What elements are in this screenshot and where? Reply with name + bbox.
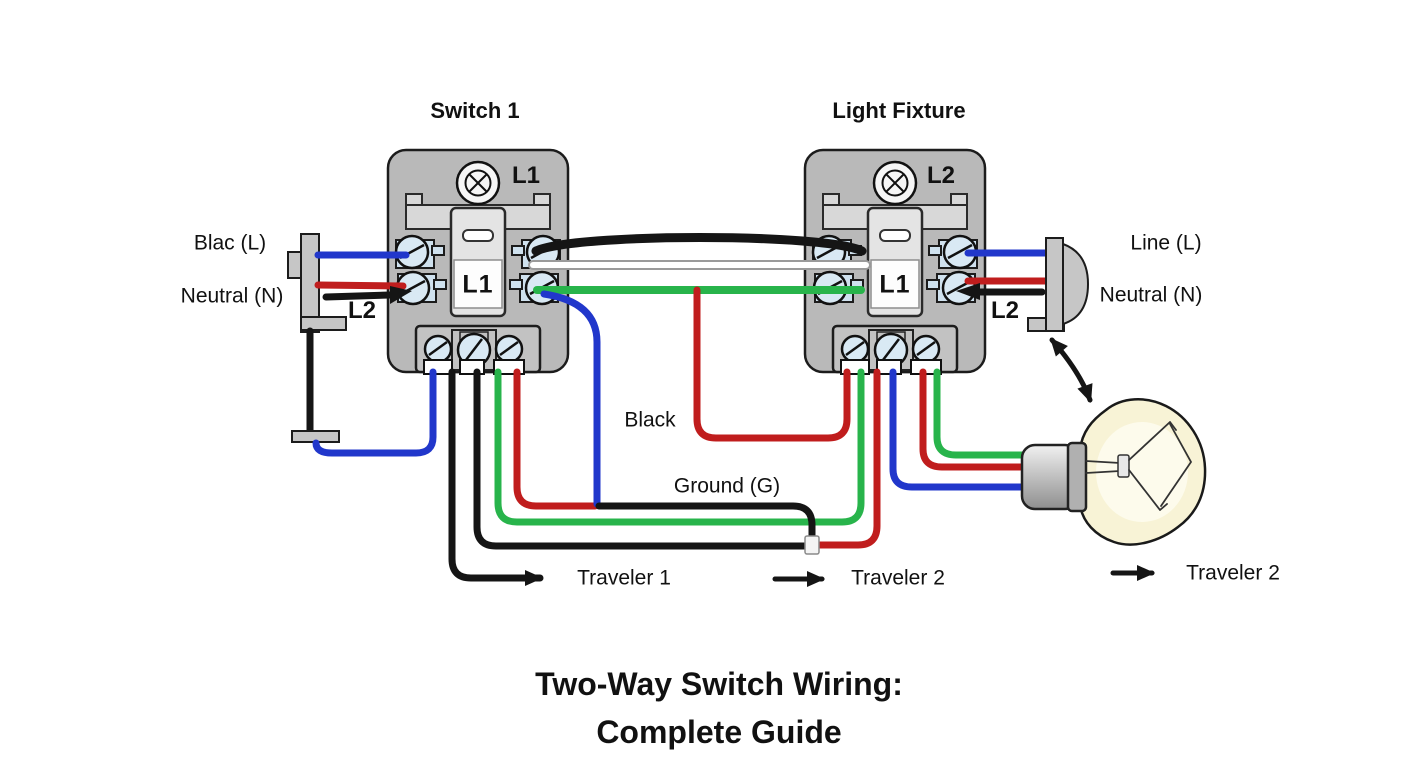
switch1-heading: Switch 1: [430, 98, 520, 123]
lamp-holder: [1027, 237, 1090, 332]
wire-sw1-red: [513, 368, 599, 510]
wire-traveler1: [448, 368, 544, 586]
traveler2-right-label: Traveler 2: [1186, 561, 1280, 585]
fixture-heading: Light Fixture: [832, 98, 966, 123]
right-line-label: Line (L): [1130, 231, 1202, 255]
page-title-line2: Complete Guide: [596, 714, 842, 750]
wire-left-black-arrowhead: [390, 286, 412, 304]
wire-bulb-blue: [889, 368, 1030, 491]
right-neutral-label: Neutral (N): [1099, 283, 1203, 307]
wire-sw1-blue-vertical: [540, 290, 601, 508]
bulb-base-band: [1066, 441, 1088, 513]
fixture-toggle-label: L1: [879, 270, 911, 299]
bulb-filament: [1085, 421, 1193, 511]
ground-label: Ground (G): [673, 474, 781, 498]
light-bulb: [1020, 398, 1207, 546]
wire-traveler2-black: [473, 368, 810, 550]
wire-left-black: [322, 291, 394, 301]
left-l2-label: L2: [347, 297, 377, 324]
bulb-glow: [1096, 422, 1188, 522]
holder-to-bulb-arrow: [1049, 337, 1093, 403]
switch1-toggle-label: L1: [462, 270, 494, 299]
wire-bulb-green: [933, 368, 1030, 459]
wire-black-labeled-red: [693, 286, 851, 442]
switch1-corner-label: L1: [511, 162, 541, 189]
wire-ground-black: [595, 502, 816, 543]
traveler2-mid-label: Traveler 2: [851, 566, 945, 590]
left-line-label: Blac (L): [193, 231, 267, 255]
traveler1-label: Traveler 1: [577, 566, 671, 590]
left-supply-bracket: [287, 233, 347, 443]
wire-ground-green: [494, 368, 865, 526]
fixture-corner-label: L2: [926, 162, 956, 189]
wire-junction-red: [816, 368, 881, 549]
wire-left-red: [314, 281, 407, 290]
wire-right-black-arrowhead: [956, 283, 980, 300]
wire-junction-cap: [804, 535, 820, 555]
wire-bulb-red: [919, 368, 1030, 471]
right-l2-label: L2: [990, 297, 1020, 324]
wire-sw1-blue-return: [312, 368, 437, 457]
wire-top-black: [531, 233, 867, 256]
black-wire-label: Black: [624, 408, 676, 432]
left-neutral-label: Neutral (N): [180, 284, 284, 308]
page-title-line1: Two-Way Switch Wiring:: [535, 666, 903, 702]
